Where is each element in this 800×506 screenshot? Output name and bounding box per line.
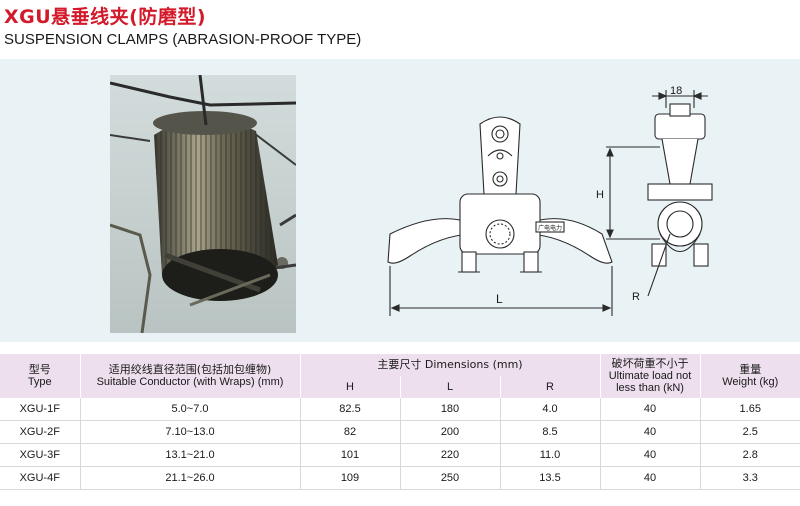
header-l: L (400, 376, 501, 398)
dim-l-label: L (496, 292, 503, 306)
header-weight: 重量 Weight (kg) (700, 354, 800, 398)
dim-h-label: H (596, 189, 604, 201)
technical-drawing: 18 H L R 广电电力 (387, 85, 713, 316)
clamp-plate-text: 广电电力 (538, 224, 562, 232)
table-row: XGU-1F 5.0~7.0 82.5 180 4.0 40 1.65 (0, 398, 800, 421)
header-dimensions: 主要尺寸 Dimensions (mm) (300, 354, 601, 376)
dim-18-label: 18 (670, 85, 682, 97)
table-row: XGU-2F 7.10~13.0 82 200 8.5 40 2.5 (0, 420, 800, 444)
header-conductor: 适用绞线直径范围(包括加包缠物) Suitable Conductor (wit… (80, 354, 301, 398)
spec-table: 型号 Type 适用绞线直径范围(包括加包缠物) Suitable Conduc… (0, 354, 800, 490)
header-r: R (500, 376, 601, 398)
header-h: H (300, 376, 401, 398)
dim-r-label: R (632, 291, 640, 303)
page-title-en: SUSPENSION CLAMPS (ABRASION-PROOF TYPE) (4, 31, 362, 48)
page-title-cn: XGU悬垂线夹(防磨型) (4, 6, 207, 28)
header-type: 型号 Type (0, 354, 81, 398)
header-load: 破坏荷重不小于 Ultimate load not less than (kN) (600, 354, 701, 398)
table-row: XGU-4F 21.1~26.0 109 250 13.5 40 3.3 (0, 466, 800, 490)
product-photo (110, 75, 296, 333)
table-row: XGU-3F 13.1~21.0 101 220 11.0 40 2.8 (0, 443, 800, 467)
